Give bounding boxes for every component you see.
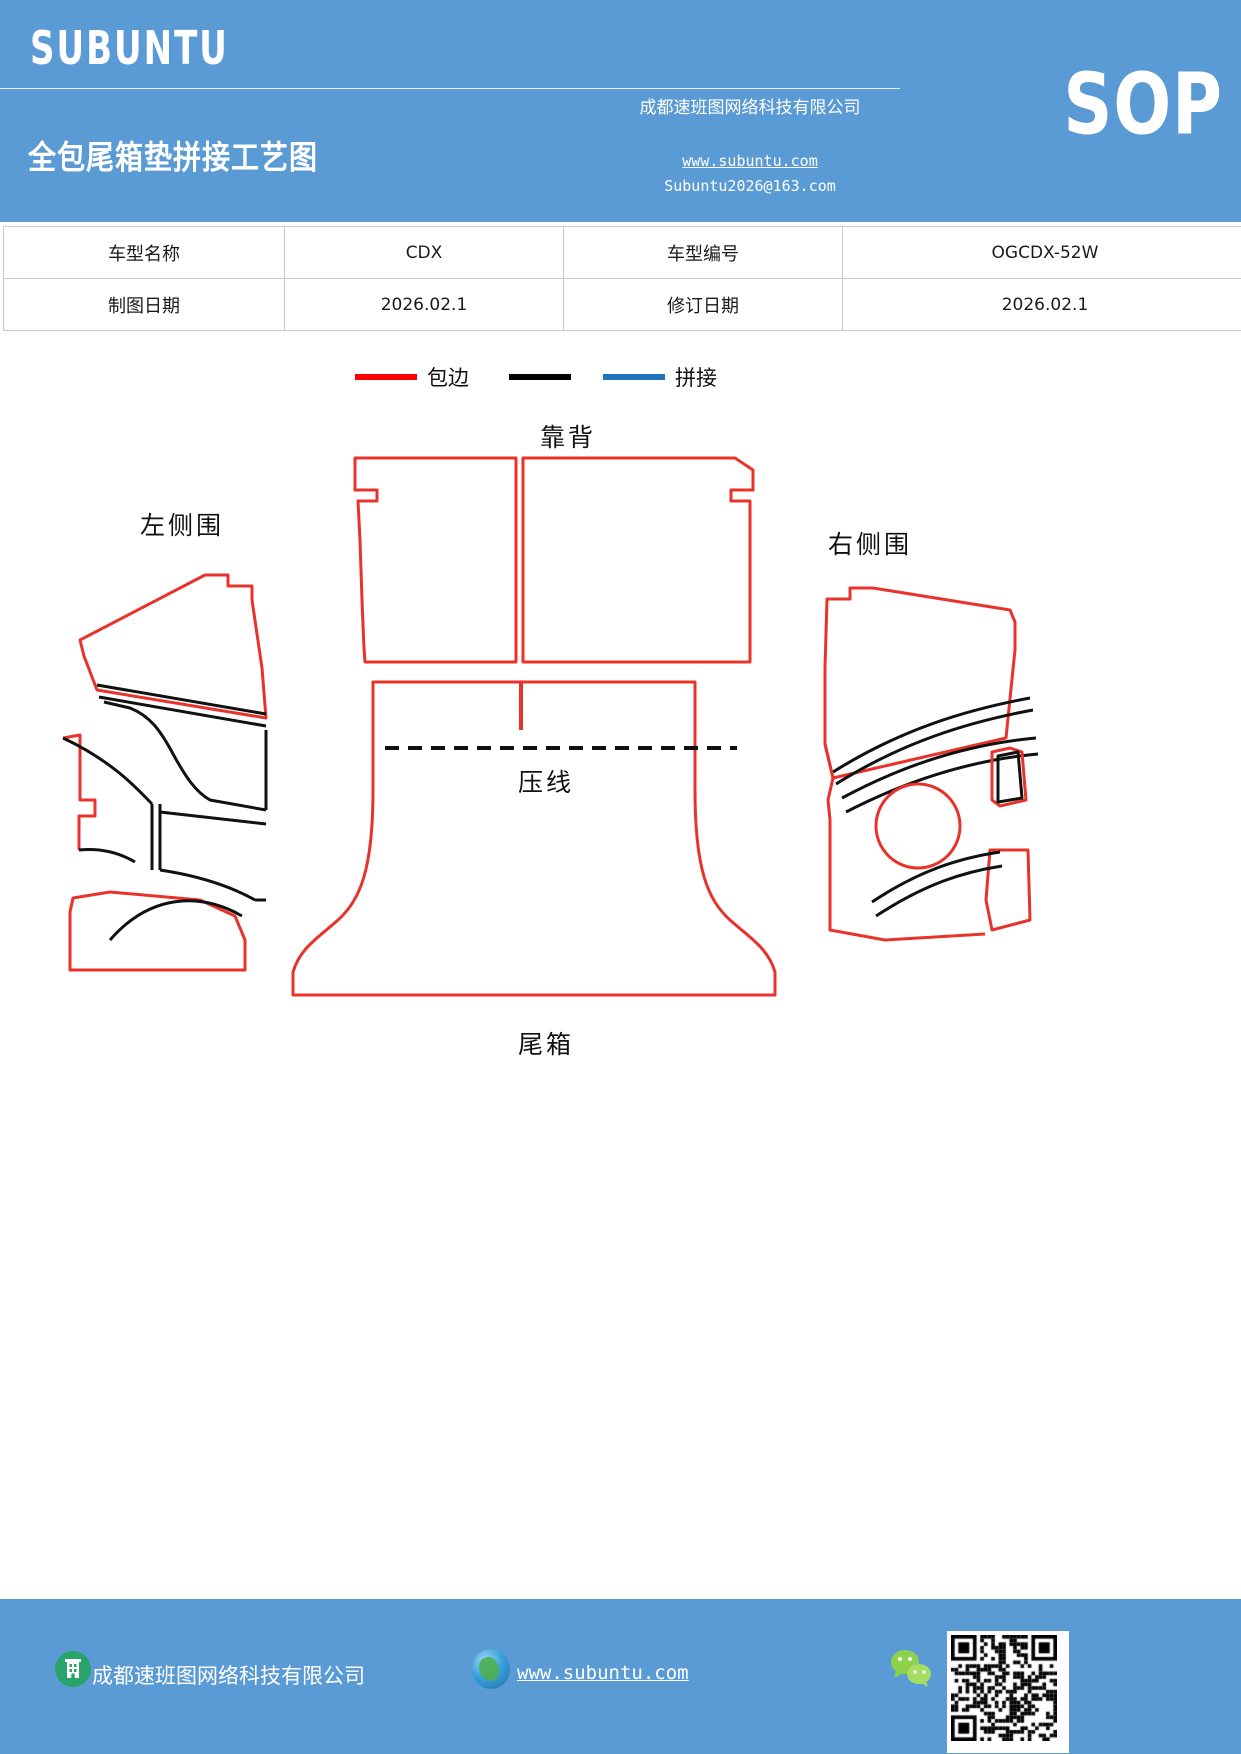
page-title: 全包尾箱垫拼接工艺图 <box>28 138 319 177</box>
backrest-left-panel <box>353 456 518 664</box>
right-side-seam-arc-2 <box>835 708 1034 786</box>
right-side-small-piece-upper <box>990 746 1028 808</box>
wechat-icon <box>888 1647 936 1689</box>
table-row: 制图日期 2026.02.1 修订日期 2026.02.1 <box>3 278 1241 331</box>
page-footer: 成都速班图网络科技有限公司 www.subuntu.com <box>0 1599 1241 1754</box>
globe-icon <box>472 1649 510 1689</box>
right-side-small-piece-upper-seam <box>996 750 1024 804</box>
trunk-panel <box>291 680 777 997</box>
value-model-code: OGCDX-52W <box>842 226 1241 279</box>
left-side-lower-seam <box>62 736 267 902</box>
left-side-bottom-outline <box>68 890 247 972</box>
brand-logo: SUBUNTU <box>30 22 229 76</box>
right-side-seam-arc-3 <box>841 736 1037 800</box>
vehicle-info-table: 车型名称 CDX 车型编号 OGCDX-52W 制图日期 2026.02.1 修… <box>3 226 1241 331</box>
left-side-bottom-seam <box>108 899 243 941</box>
building-icon <box>55 1651 91 1687</box>
label-press-line: 压线 <box>518 768 575 797</box>
right-side-upper-outline <box>823 586 1017 780</box>
value-revision-date: 2026.02.1 <box>842 278 1241 331</box>
left-side-upper-outline <box>78 573 268 720</box>
left-side-mid-red-outline <box>62 733 97 850</box>
label-model-code: 车型编号 <box>563 226 843 279</box>
backrest-right-panel <box>521 456 755 664</box>
label-right-side-panel: 右侧围 <box>828 530 913 559</box>
diagram-svg <box>62 456 1039 997</box>
label-left-side-panel: 左侧围 <box>140 511 225 540</box>
legend-label-splice: 拼接 <box>675 366 717 390</box>
right-side-small-piece-lower <box>984 848 1032 932</box>
legend-swatch-black-line <box>509 374 571 380</box>
sop-badge: SOP <box>1063 56 1223 155</box>
technical-diagram <box>0 400 1241 1100</box>
qrcode-image <box>947 1631 1069 1753</box>
legend-label-edge-binding: 包边 <box>427 366 469 390</box>
footer-company-name: 成都速班图网络科技有限公司 <box>92 1664 365 1688</box>
left-side-mid-section <box>103 700 268 812</box>
header-company-name: 成都速班图网络科技有限公司 <box>639 98 861 118</box>
label-trunk: 尾箱 <box>518 1030 575 1059</box>
right-side-seam-arc-4 <box>845 752 1039 814</box>
footer-website-link[interactable]: www.subuntu.com <box>517 1662 689 1684</box>
left-side-seam-strip-2 <box>98 695 267 728</box>
right-side-lower-seam-2 <box>875 864 1003 918</box>
value-draw-date: 2026.02.1 <box>284 278 564 331</box>
legend-swatch-edge-binding <box>355 374 417 380</box>
right-side-lower-outline <box>828 820 986 942</box>
header-divider <box>0 88 900 89</box>
header-website-link[interactable]: www.subuntu.com <box>682 152 818 170</box>
label-backrest: 靠背 <box>540 423 597 452</box>
label-revision-date: 修订日期 <box>563 278 843 331</box>
left-side-seam-strip-1 <box>96 683 267 716</box>
value-model-name: CDX <box>284 226 564 279</box>
legend-swatch-splice <box>603 374 665 380</box>
label-model-name: 车型名称 <box>3 226 285 279</box>
right-side-lower-seam-1 <box>871 850 1001 904</box>
right-side-left-notch <box>823 743 835 821</box>
page-header: SUBUNTU 全包尾箱垫拼接工艺图 SOP 成都速班图网络科技有限公司 www… <box>0 0 1241 222</box>
right-side-circle-cutout <box>874 782 962 870</box>
table-row: 车型名称 CDX 车型编号 OGCDX-52W <box>3 226 1241 279</box>
legend: 包边 拼接 <box>0 362 1241 402</box>
right-side-seam-arc-1 <box>832 696 1031 774</box>
header-email: Subuntu2026@163.com <box>664 177 836 195</box>
label-draw-date: 制图日期 <box>3 278 285 331</box>
